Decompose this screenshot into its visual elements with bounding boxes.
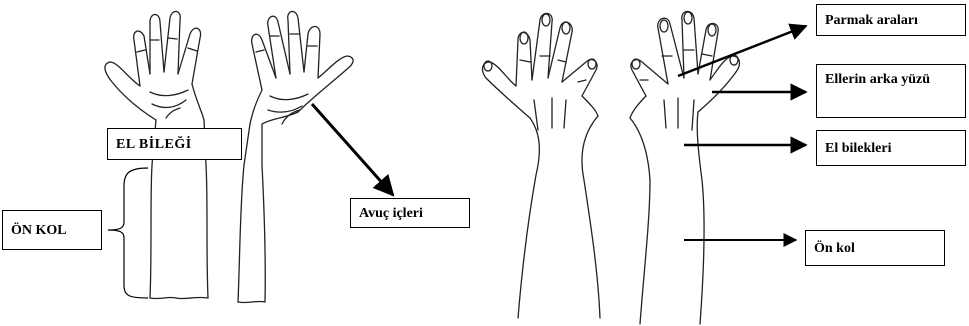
right-hand-palm-front — [238, 11, 353, 302]
palms-label: Avuç içleri — [350, 198, 470, 228]
forearm-label-right: Ön kol — [805, 230, 945, 266]
wrists-label: El bilekleri — [816, 130, 966, 166]
finger-gap-arrow — [678, 26, 806, 76]
wrist-label: EL BİLEĞİ — [107, 128, 242, 160]
hand-backs-label: Ellerin arka yüzü — [816, 64, 966, 118]
palm-arrow — [312, 104, 393, 195]
left-hand-back — [483, 13, 600, 318]
finger-gaps-label: Parmak araları — [816, 4, 966, 36]
forearm-label: ÖN KOL — [2, 210, 102, 250]
forearm-brace — [108, 168, 148, 298]
